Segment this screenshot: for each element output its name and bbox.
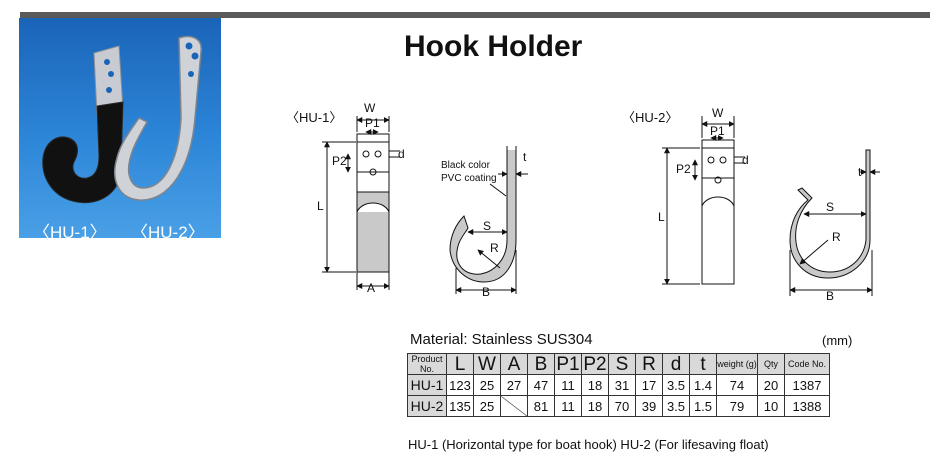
top-divider-bar — [20, 12, 930, 18]
cell-s: 70 — [608, 395, 636, 417]
photo-label-hu2: 〈HU-2〉 — [131, 223, 205, 238]
spec-table: Product No. L W A B P1 P2 S R d t weight… — [407, 353, 830, 417]
page-title: Hook Holder — [404, 30, 583, 63]
cell-w: 25 — [473, 374, 501, 396]
col-l: L — [446, 353, 474, 375]
col-r: R — [635, 353, 663, 375]
cell-weight: 79 — [716, 395, 758, 417]
dim-hu1-d: d — [398, 147, 405, 161]
cell-b: 47 — [527, 374, 555, 396]
hu2-front-view — [662, 116, 745, 285]
dim-hu1-a: A — [367, 281, 376, 295]
drawing-label-hu2: 〈HU-2〉 — [622, 110, 679, 125]
cell-weight: 74 — [716, 374, 758, 396]
dim-hu1-p2: P2 — [332, 154, 347, 168]
dim-hu2-r: R — [832, 230, 841, 244]
dim-hu2-w: W — [712, 106, 724, 120]
col-s: S — [608, 353, 636, 375]
cell-r: 39 — [635, 395, 663, 417]
table-row: HU-1 123 25 27 47 11 18 31 17 3.5 1.4 74… — [407, 374, 830, 396]
photo-label-hu1: 〈HU-1〉 — [33, 223, 107, 238]
col-qty: Qty — [757, 353, 785, 375]
cell-p2: 18 — [581, 374, 609, 396]
col-code: Code No. — [784, 353, 830, 375]
col-weight: weight (g) — [716, 353, 758, 375]
cell-code: 1388 — [784, 395, 830, 417]
cell-r: 17 — [635, 374, 663, 396]
dim-hu2-s: S — [826, 200, 835, 214]
coating-note-line2: PVC coating — [441, 173, 497, 184]
col-p1: P1 — [554, 353, 582, 375]
dim-hu2-t: t — [858, 165, 862, 179]
technical-drawings — [322, 116, 880, 296]
cell-t: 1.5 — [689, 395, 717, 417]
dim-hu2-p2: P2 — [676, 162, 691, 176]
dim-hu1-p1: P1 — [365, 116, 380, 130]
cell-p1: 11 — [554, 395, 582, 417]
hu2-side-view — [789, 149, 880, 296]
cell-code: 1387 — [784, 374, 830, 396]
cell-l: 135 — [446, 395, 474, 417]
hu1-front-view — [322, 116, 400, 290]
cell-product: HU-1 — [407, 374, 447, 396]
cell-d: 3.5 — [662, 395, 690, 417]
col-a: A — [500, 353, 528, 375]
dim-hu1-s: S — [483, 219, 492, 233]
col-d: d — [662, 353, 690, 375]
dim-hu2-d: d — [742, 153, 749, 167]
cell-a: 27 — [500, 374, 528, 396]
coating-note-line1: Black color — [441, 160, 490, 171]
dim-hu1-w: W — [364, 101, 376, 115]
cell-product: HU-2 — [407, 395, 447, 417]
dim-hu1-l: L — [317, 199, 324, 213]
cell-t: 1.4 — [689, 374, 717, 396]
dim-hu2-l: L — [658, 210, 665, 224]
cell-p1: 11 — [554, 374, 582, 396]
dim-hu2-b: B — [826, 289, 835, 303]
cell-qty: 20 — [757, 374, 785, 396]
cell-a-empty — [500, 395, 528, 417]
dim-hu1-r: R — [490, 241, 499, 255]
cell-w: 25 — [473, 395, 501, 417]
cell-s: 31 — [608, 374, 636, 396]
col-product: Product No. — [407, 353, 447, 375]
hooks-illustration — [42, 35, 202, 204]
footnote: HU-1 (Horizontal type for boat hook) HU-… — [408, 437, 769, 452]
col-b: B — [527, 353, 555, 375]
col-t: t — [689, 353, 717, 375]
table-row: HU-2 135 25 81 11 18 70 39 3.5 1.5 79 10… — [407, 395, 830, 417]
drawing-label-hu1: 〈HU-1〉 — [286, 110, 343, 125]
col-w: W — [473, 353, 501, 375]
unit-label: (mm) — [822, 333, 853, 348]
table-header-row: Product No. L W A B P1 P2 S R d t weight… — [407, 353, 830, 375]
cell-p2: 18 — [581, 395, 609, 417]
dim-hu2-p1: P1 — [710, 124, 725, 138]
col-p2: P2 — [581, 353, 609, 375]
dim-hu1-b: B — [482, 285, 491, 299]
material-caption: Material: Stainless SUS304 — [410, 331, 593, 348]
cell-l: 123 — [446, 374, 474, 396]
product-photo: 〈HU-1〉 〈HU-2〉 — [19, 18, 221, 238]
hu1-side-view — [449, 146, 528, 294]
dim-hu1-t: t — [523, 150, 527, 164]
cell-d: 3.5 — [662, 374, 690, 396]
cell-b: 81 — [527, 395, 555, 417]
cell-qty: 10 — [757, 395, 785, 417]
